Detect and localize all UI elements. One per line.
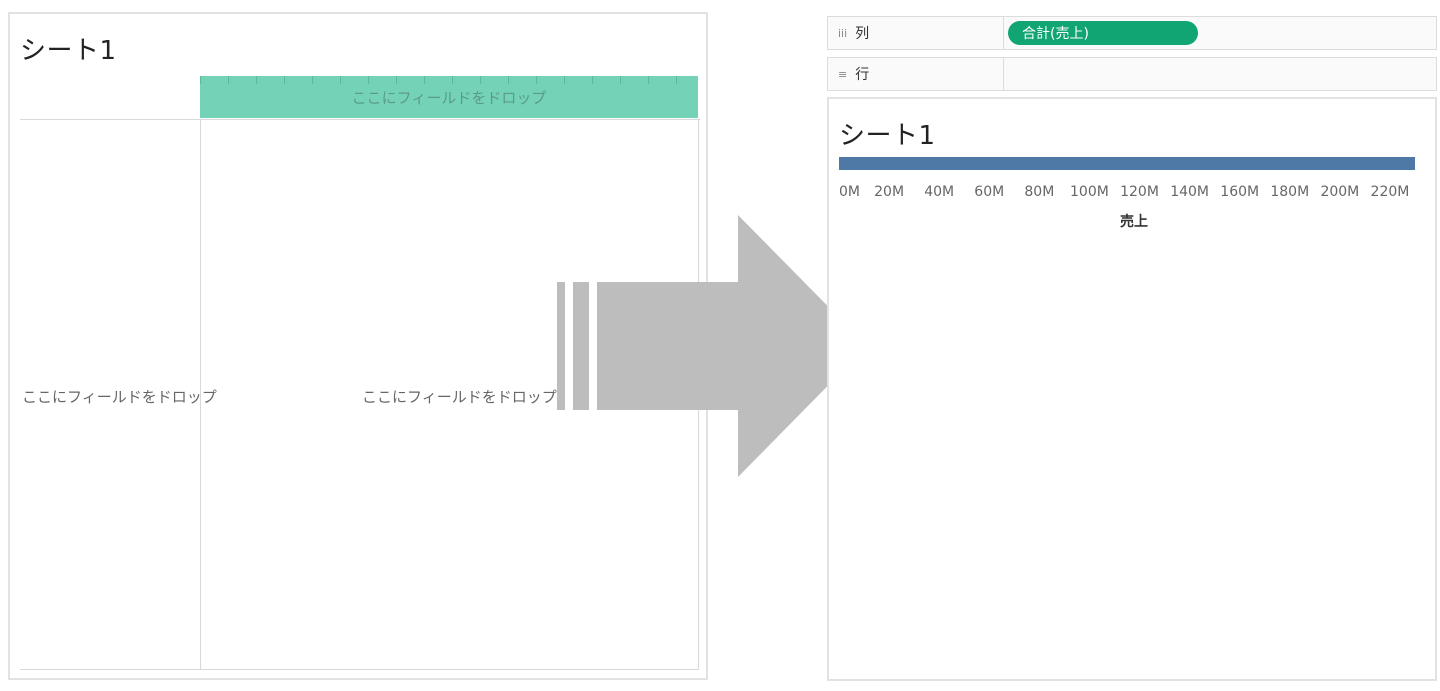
columns-drop-label: ここにフィールドをドロップ [351,88,547,107]
columns-icon: iii [838,26,848,40]
header-divider [20,119,700,120]
sales-bar[interactable] [839,157,1415,170]
x-tick-label: 40M [924,184,954,200]
x-axis-title: 売上 [1120,214,1148,230]
rows-shelf[interactable]: ≡ 行 [827,57,1437,91]
right-arrow-icon [557,215,867,477]
x-tick-label: 220M [1371,184,1410,200]
x-tick-label: 180M [1270,184,1309,200]
empty-sheet-panel: シート1 ここにフィールドをドロップ ここにフィールドをドロップ ここにフィール… [8,12,708,680]
rows-label-text: 行 [855,67,870,83]
worksheet-panel: シート1 0M 20M 40M 60M 80M 100M 120M 140M 160M 180M 2… [827,97,1437,681]
x-tick-label: 20M [874,184,904,200]
x-tick-label: 120M [1120,184,1159,200]
x-tick-label: 0M [839,184,860,200]
drop-zone-ticks [200,76,698,84]
sales-bar-chart: 0M 20M 40M 60M 80M 100M 120M 140M 160M 180M 200M 22… [839,157,1415,200]
x-tick-label: 80M [1024,184,1054,200]
bottom-border [20,669,699,670]
sheet-title: シート1 [839,121,936,151]
x-tick-label: 160M [1220,184,1259,200]
columns-shelf[interactable]: iii 列 合計(売上) [827,16,1437,50]
rows-divider [200,119,201,669]
x-tick-label: 140M [1170,184,1209,200]
x-tick-label: 60M [974,184,1004,200]
columns-shelf-label: iii 列 [828,17,1004,49]
sum-sales-pill[interactable]: 合計(売上) [1008,21,1198,45]
x-tick-label: 200M [1320,184,1359,200]
rows-icon: ≡ [838,67,848,81]
rows-shelf-label: ≡ 行 [828,58,1004,90]
sheet-title: シート1 [20,36,117,66]
x-tick-label: 100M [1070,184,1109,200]
rows-drop-zone[interactable]: ここにフィールドをドロップ [22,388,217,406]
view-drop-zone[interactable]: ここにフィールドをドロップ [362,388,557,406]
columns-drop-zone[interactable]: ここにフィールドをドロップ [200,76,698,118]
columns-label-text: 列 [855,26,870,42]
